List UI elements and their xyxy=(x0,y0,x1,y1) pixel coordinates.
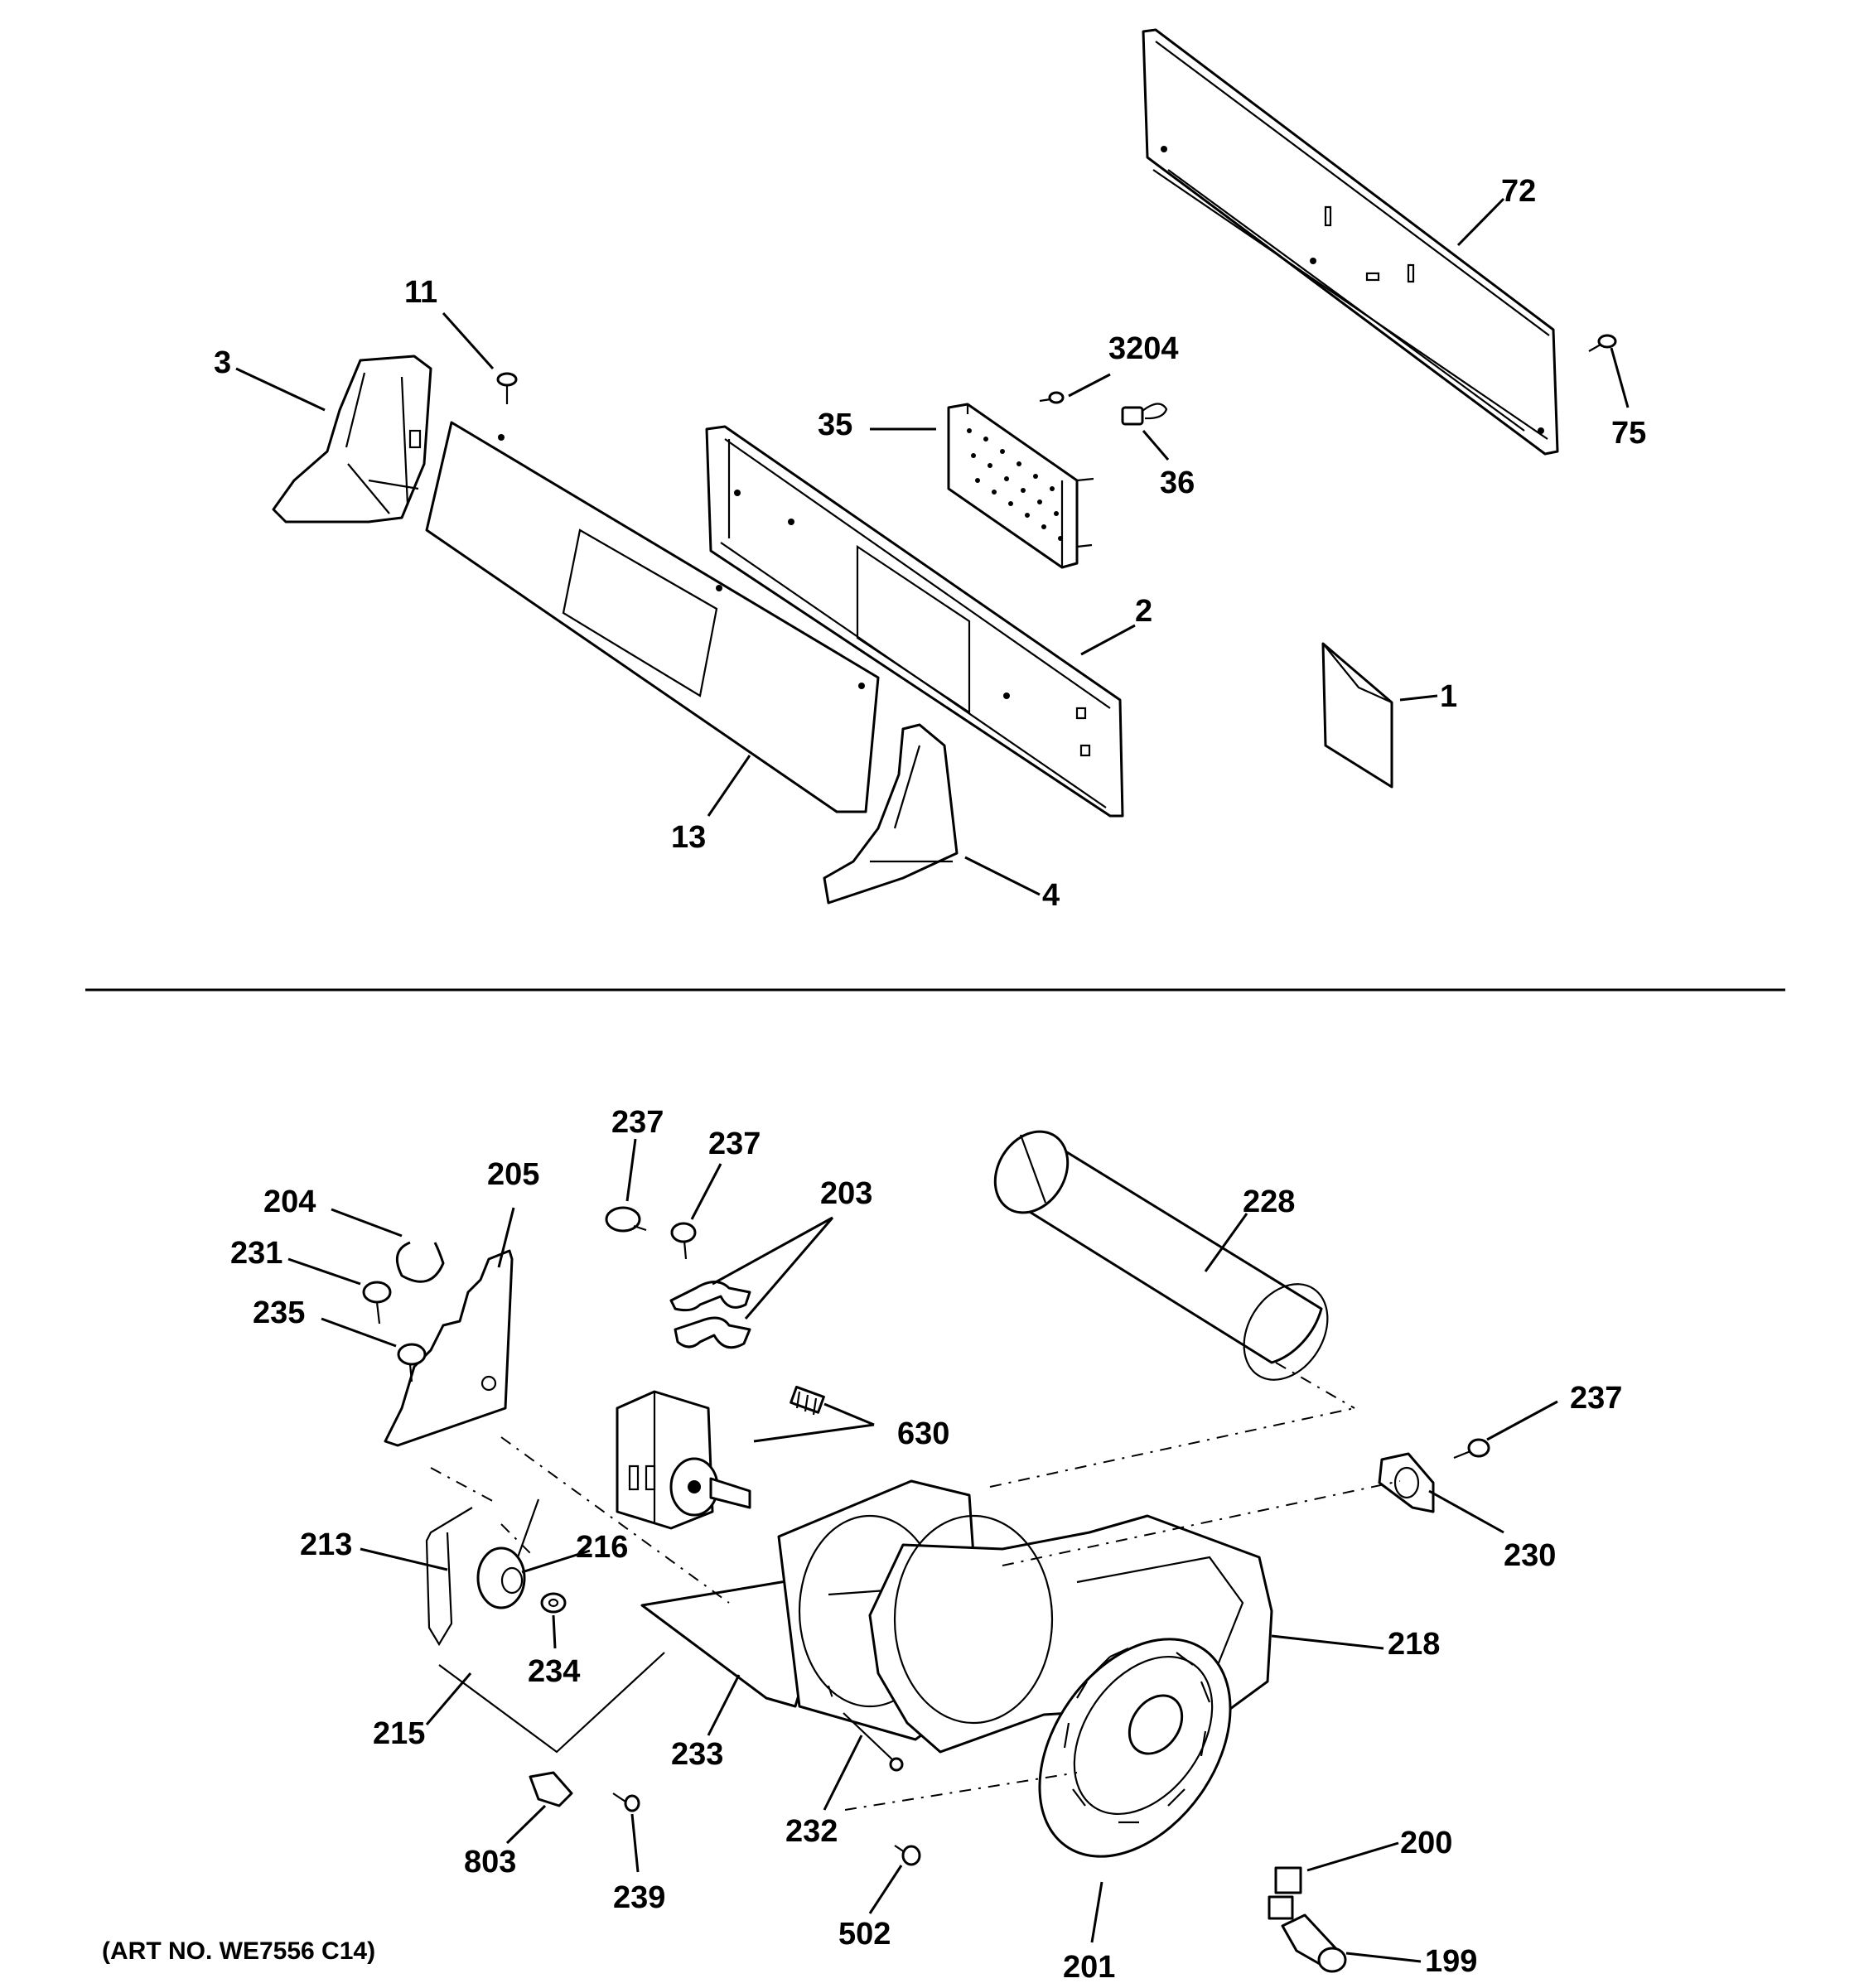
part-502-screw xyxy=(894,1845,921,1866)
label-205: 205 xyxy=(487,1157,539,1192)
part-215-spring xyxy=(438,1652,665,1754)
part-203-clamp-b xyxy=(674,1316,751,1349)
part-200-clip xyxy=(1268,1866,1302,1920)
label-36: 36 xyxy=(1160,466,1195,500)
label-3: 3 xyxy=(214,345,231,380)
part-234-washer xyxy=(540,1592,567,1614)
motor xyxy=(616,1390,751,1530)
part-803-switch xyxy=(529,1771,573,1807)
label-502: 502 xyxy=(838,1917,891,1952)
label-35: 35 xyxy=(818,408,852,442)
part-237-screw-b xyxy=(670,1222,697,1260)
label-3204: 3204 xyxy=(1108,331,1179,366)
label-232: 232 xyxy=(785,1814,838,1849)
part-labels: 72 75 3204 35 36 11 3 2 1 13 4 237 237 2… xyxy=(214,174,1646,1985)
part-35-board xyxy=(947,403,1094,569)
part-4-endcap xyxy=(823,723,959,905)
label-1: 1 xyxy=(1440,679,1457,714)
label-237-b: 237 xyxy=(708,1127,761,1161)
label-239: 239 xyxy=(613,1880,665,1915)
label-4: 4 xyxy=(1042,878,1060,913)
art-number: (ART NO. WE7556 C14) xyxy=(102,1937,375,1965)
label-234: 234 xyxy=(528,1654,580,1689)
assembly-lines xyxy=(430,1362,1401,1811)
part-75-screw xyxy=(1588,334,1617,352)
label-630: 630 xyxy=(897,1416,949,1451)
part-11-screw xyxy=(496,372,518,404)
label-213: 213 xyxy=(300,1527,352,1562)
part-2-backsplash xyxy=(705,425,1124,818)
leaders-upper xyxy=(235,197,1630,896)
part-231-screw xyxy=(362,1281,392,1325)
part-36-lamp xyxy=(1121,403,1168,426)
leaders-lower xyxy=(287,1138,1558,1963)
part-201-blower-wheel xyxy=(1038,1638,1232,1858)
part-235-screw xyxy=(397,1343,427,1382)
part-13-control-panel xyxy=(425,421,880,813)
part-237-screw-c xyxy=(1453,1438,1490,1460)
label-200: 200 xyxy=(1400,1826,1452,1860)
label-2: 2 xyxy=(1135,594,1152,629)
part-239-screw xyxy=(612,1793,640,1812)
label-231: 231 xyxy=(230,1236,282,1271)
part-72-rear-panel xyxy=(1142,28,1559,456)
label-11: 11 xyxy=(404,275,437,310)
part-230-bearing xyxy=(1378,1452,1435,1513)
board-holes xyxy=(967,428,1063,541)
part-1-literature xyxy=(1321,642,1393,789)
blower-fins xyxy=(1063,1647,1211,1824)
part-204-clip xyxy=(395,1241,445,1283)
part-3-endcap xyxy=(272,355,432,524)
label-228: 228 xyxy=(1243,1185,1295,1219)
label-13: 13 xyxy=(671,820,706,855)
part-199-screw xyxy=(1281,1913,1347,1973)
label-72: 72 xyxy=(1501,174,1536,209)
part-232-rod xyxy=(843,1712,904,1772)
label-233: 233 xyxy=(671,1737,723,1772)
label-803: 803 xyxy=(464,1845,516,1879)
label-235: 235 xyxy=(253,1296,305,1330)
label-203: 203 xyxy=(820,1176,872,1211)
part-203-clamp-a xyxy=(669,1281,751,1312)
label-237-c: 237 xyxy=(1570,1381,1622,1416)
part-216-pulley xyxy=(476,1498,540,1609)
part-205-bracket xyxy=(384,1249,514,1447)
part-630-connector xyxy=(790,1385,825,1416)
label-215: 215 xyxy=(373,1716,425,1751)
label-237-a: 237 xyxy=(611,1105,664,1140)
part-213-idler-arm xyxy=(425,1507,473,1647)
label-218: 218 xyxy=(1388,1627,1440,1662)
label-199: 199 xyxy=(1425,1944,1477,1979)
label-230: 230 xyxy=(1504,1538,1556,1573)
part-3204-screw xyxy=(1039,391,1065,404)
label-201: 201 xyxy=(1063,1950,1115,1985)
part-228-duct xyxy=(993,1130,1329,1381)
part-237-screw-a xyxy=(605,1206,647,1233)
label-75: 75 xyxy=(1611,416,1646,451)
label-204: 204 xyxy=(263,1185,316,1219)
label-216: 216 xyxy=(576,1530,628,1565)
